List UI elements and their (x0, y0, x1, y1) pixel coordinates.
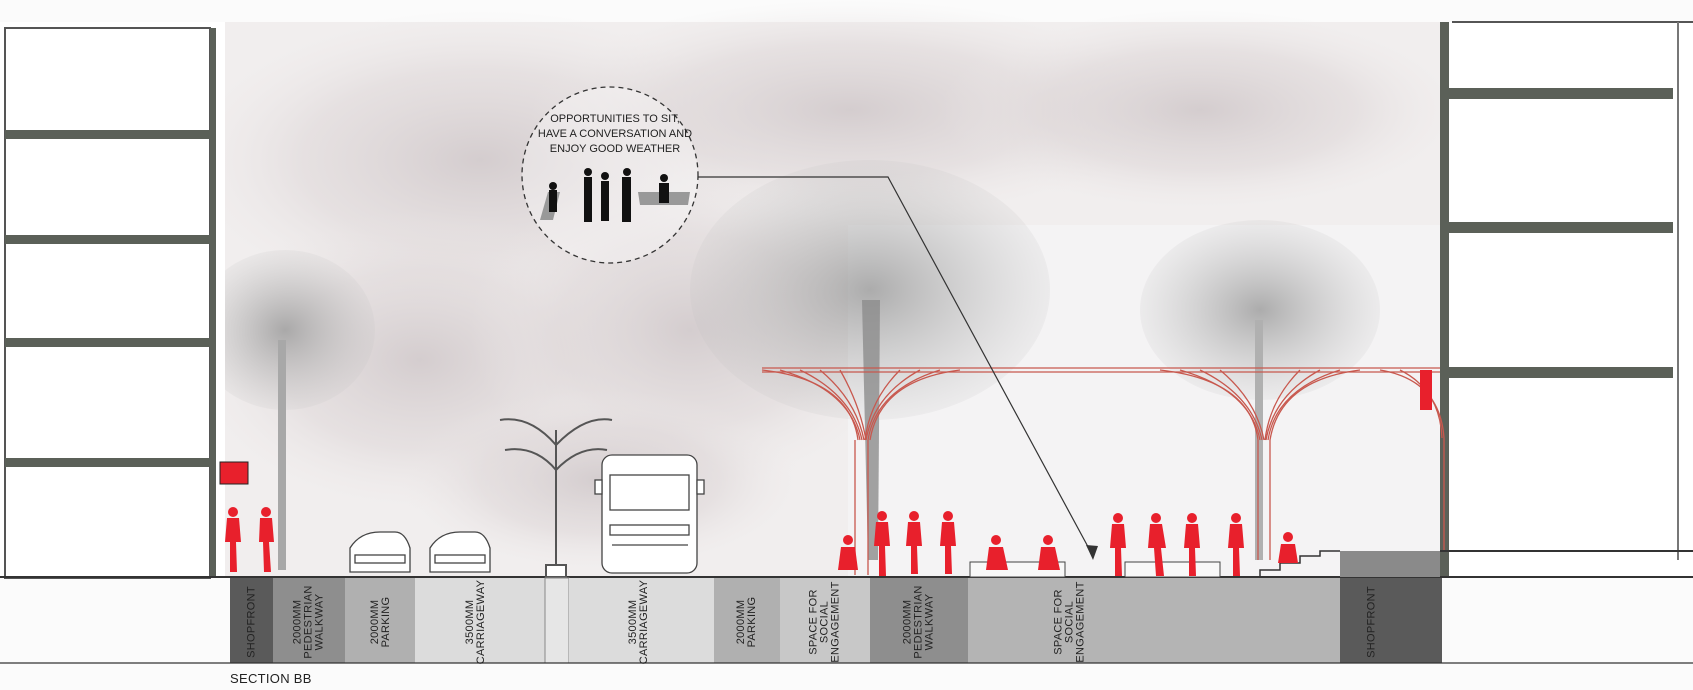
zone-label-walkway-right: 2000MM PEDESTRIAN WALKWAY (901, 585, 936, 659)
background-trees (195, 160, 1380, 570)
left-building (0, 22, 225, 579)
zone-label-social-right: SPACE FOR SOCIAL ENGAGEMENT (1052, 581, 1087, 663)
section-title: SECTION BB (230, 671, 312, 686)
street-lamp (499, 418, 613, 578)
parked-cars (349, 531, 491, 573)
zone-label-shopfront-left: SHOPFRONT (245, 586, 258, 658)
red-signboard (219, 461, 249, 485)
zone-label-social-left: SPACE FOR SOCIAL ENGAGEMENT (807, 581, 842, 663)
zone-label-parking-left: 2000MM PARKING (369, 596, 392, 648)
zone-strip (0, 577, 1693, 664)
right-building (1440, 21, 1693, 577)
zone-label-parking-right: 2000MM PARKING (735, 596, 758, 648)
zone-label-walkway-left: 2000MM PEDESTRIAN WALKWAY (291, 585, 326, 659)
callout-text: OPPORTUNITIES TO SIT, HAVE A CONVERSATIO… (537, 113, 693, 155)
red-canopy-panel (1420, 370, 1432, 410)
zone-label-carriageway-left: 3500MM CARRIAGEWAY (464, 579, 487, 665)
bus (594, 454, 705, 574)
zone-label-shopfront-right: SHOPFRONT (1365, 586, 1378, 658)
pedestrians-red (225, 507, 1298, 576)
callout-bubble (521, 86, 1098, 560)
zone-label-carriageway-right: 3500MM CARRIAGEWAY (627, 579, 650, 665)
